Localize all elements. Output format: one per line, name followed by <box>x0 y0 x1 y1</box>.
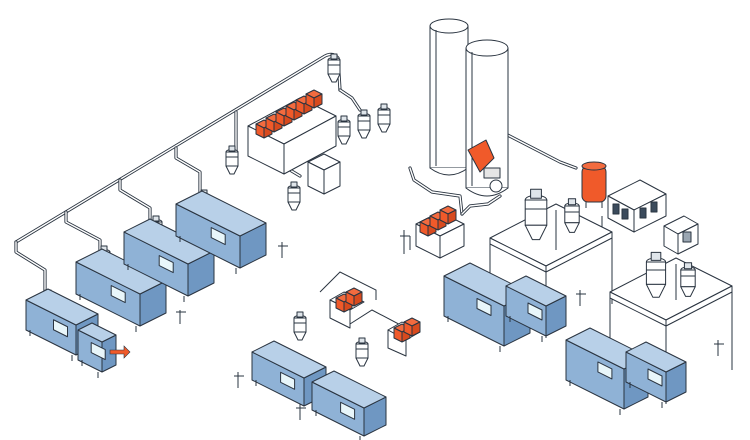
machine-screen <box>158 255 174 274</box>
hopper-dryer-icon <box>355 337 369 367</box>
hopper-dryer-icon <box>524 188 548 241</box>
operator-stands <box>176 230 724 420</box>
machine-screen <box>110 285 126 304</box>
storage-silos <box>429 18 509 197</box>
machine-screen <box>476 298 492 316</box>
orange-nozzle-marker <box>109 345 131 359</box>
hopper-dryer-icon <box>564 198 580 233</box>
chiller-icon <box>607 179 667 233</box>
machine-screen <box>647 368 663 387</box>
machine-screen <box>53 319 68 338</box>
hopper-dryer-icon <box>680 262 696 297</box>
hopper-dryer-icon <box>225 145 239 175</box>
silo-icon <box>465 39 509 197</box>
steel-platform-1 <box>489 203 613 338</box>
orange-hoppers <box>255 89 457 343</box>
hopper-dryer-icon <box>337 115 351 145</box>
injection-machine-icon <box>505 275 567 342</box>
hopper-dryer-icon <box>357 109 371 139</box>
hopper-dryer-icon <box>645 251 667 298</box>
machine-screen <box>90 342 106 361</box>
silo-discharge-loader <box>467 139 503 193</box>
injection-machines <box>25 190 687 440</box>
machine-screen <box>527 302 543 321</box>
hopper-dryer-icon <box>377 103 391 133</box>
orange-hopper-icon <box>305 89 323 109</box>
control-cabinet-icon <box>663 215 699 255</box>
injection-machine-icon <box>625 341 687 408</box>
orange-hopper-icon <box>403 317 421 337</box>
hopper-dryer-icon <box>293 311 307 341</box>
machine-screen <box>280 371 296 390</box>
silo-icon <box>429 18 469 176</box>
orange-hopper-icon <box>439 205 457 225</box>
control-cabinet-top-icon <box>307 153 341 195</box>
injection-machine-icon <box>311 370 387 440</box>
machine-screen <box>210 227 226 246</box>
hopper-dryer-icon <box>327 53 341 83</box>
orange-hopper-icon <box>345 287 363 307</box>
injection-machine-icon <box>75 248 167 332</box>
machine-screen <box>597 361 613 380</box>
injection-machine-icon <box>77 322 117 378</box>
injection-machine-icon <box>175 190 267 274</box>
hopper-dryer-icon <box>287 181 301 211</box>
machine-screen <box>340 401 356 420</box>
chiller-tank-icon <box>581 161 607 208</box>
